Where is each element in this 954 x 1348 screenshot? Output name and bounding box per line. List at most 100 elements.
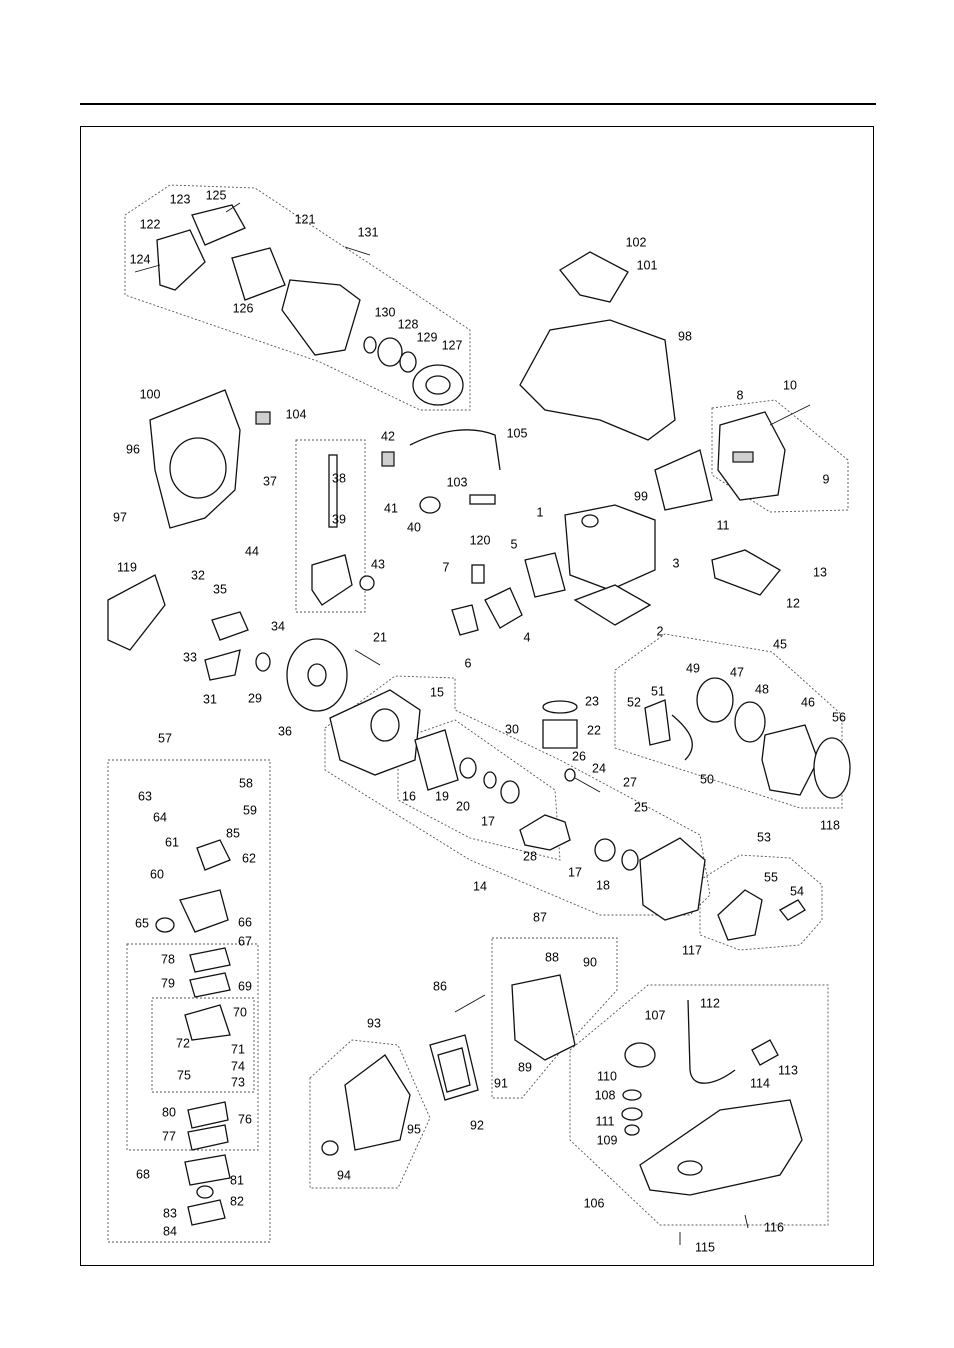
part-label-97: 97	[113, 510, 127, 524]
part-label-47: 47	[730, 665, 744, 679]
part-label-124: 124	[130, 252, 151, 266]
part-label-85: 85	[226, 826, 240, 840]
plate-83	[187, 1199, 226, 1226]
carburetor-main-66	[179, 889, 229, 933]
gasket-108	[622, 1089, 642, 1101]
part-label-88: 88	[545, 950, 559, 964]
part-label-87: 87	[533, 910, 547, 924]
part-number-labels: 1234567891011121314151617171819202122232…	[113, 188, 846, 1254]
part-label-100: 100	[140, 387, 161, 401]
part-label-48: 48	[755, 682, 769, 696]
part-label-16: 16	[402, 789, 416, 803]
part-label-7: 7	[443, 560, 450, 574]
part-label-23: 23	[585, 694, 599, 708]
part-label-13: 13	[813, 565, 827, 579]
flywheel-hub	[307, 663, 327, 687]
gasket-11	[654, 449, 713, 511]
part-label-93: 93	[367, 1016, 381, 1030]
part-label-40: 40	[407, 520, 421, 534]
part-label-27: 27	[623, 775, 637, 789]
pulley-47	[696, 677, 734, 723]
bearing-17a	[500, 780, 520, 804]
part-label-35: 35	[213, 582, 227, 596]
part-label-1: 1	[537, 505, 544, 519]
fuel-cap-107	[624, 1042, 656, 1068]
part-label-11: 11	[717, 518, 730, 532]
part-label-34: 34	[271, 619, 285, 633]
part-label-36: 36	[278, 724, 292, 738]
fuel-tank-106	[639, 1099, 803, 1196]
part-label-18: 18	[596, 878, 610, 892]
part-label-70: 70	[233, 1005, 247, 1019]
muffler-grill	[732, 451, 754, 463]
part-shapes	[107, 202, 851, 1245]
part-label-66: 66	[238, 915, 252, 929]
part-label-128: 128	[398, 317, 419, 331]
clamp-part	[191, 204, 246, 246]
part-label-130: 130	[375, 305, 396, 319]
spring-48	[734, 701, 766, 743]
part-label-37: 37	[263, 474, 277, 488]
part-label-43: 43	[371, 557, 385, 571]
muffler-cover-12	[711, 549, 781, 596]
group-outline-16	[397, 719, 561, 861]
clutch-bracket-part	[156, 229, 206, 291]
diaphragm-79	[189, 972, 231, 998]
part-label-86: 86	[433, 979, 447, 993]
part-label-79: 79	[161, 976, 175, 990]
crankshaft-28	[519, 814, 571, 851]
sleeve-part	[231, 247, 286, 301]
part-label-108: 108	[595, 1088, 616, 1102]
part-label-53: 53	[757, 830, 771, 844]
clutch-case-part	[281, 279, 361, 356]
plate-119	[107, 574, 166, 651]
gasket-80	[187, 1101, 229, 1129]
part-label-5: 5	[511, 537, 518, 551]
group-outline-14	[324, 675, 711, 916]
bracket-120	[471, 564, 485, 584]
part-label-65: 65	[135, 916, 149, 930]
crankcase-half	[639, 837, 706, 921]
part-label-32: 32	[191, 568, 205, 582]
part-label-127: 127	[442, 338, 463, 352]
piston-22	[542, 719, 578, 749]
part-label-74: 74	[231, 1059, 245, 1073]
part-label-39: 39	[332, 512, 346, 526]
snap-ring-129	[399, 351, 417, 373]
part-label-8: 8	[737, 388, 744, 402]
bearing-130	[363, 336, 377, 354]
pin-24	[574, 777, 601, 793]
part-label-9: 9	[823, 472, 830, 486]
part-label-29: 29	[248, 691, 262, 705]
group-outline-106	[569, 984, 829, 1226]
part-label-96: 96	[126, 442, 140, 456]
clutch-drum-inner	[425, 375, 451, 395]
part-label-60: 60	[150, 867, 164, 881]
group-outline-57	[107, 759, 271, 1243]
crankcase-bore	[370, 708, 400, 742]
part-label-69: 69	[238, 979, 252, 993]
part-label-120: 120	[470, 533, 491, 547]
group-outline-68	[126, 943, 259, 1151]
part-label-12: 12	[786, 596, 800, 610]
gasket-5	[524, 552, 566, 598]
rope-50	[671, 714, 693, 761]
part-label-75: 75	[177, 1068, 191, 1082]
part-label-110: 110	[597, 1069, 617, 1083]
part-label-99: 99	[634, 489, 648, 503]
part-label-30: 30	[505, 722, 519, 736]
part-label-80: 80	[162, 1105, 176, 1119]
group-outline-53	[699, 854, 823, 951]
grommet-42	[381, 451, 395, 467]
part-label-20: 20	[456, 799, 470, 813]
part-label-31: 31	[203, 692, 217, 706]
part-label-44: 44	[245, 544, 259, 558]
group-outline-87	[491, 937, 618, 1099]
part-label-129: 129	[417, 330, 438, 344]
tank-neck	[677, 1160, 703, 1176]
part-label-59: 59	[243, 803, 257, 817]
part-label-33: 33	[183, 650, 197, 664]
part-label-17: 17	[481, 814, 495, 828]
part-label-71: 71	[231, 1042, 245, 1056]
part-label-54: 54	[790, 884, 804, 898]
